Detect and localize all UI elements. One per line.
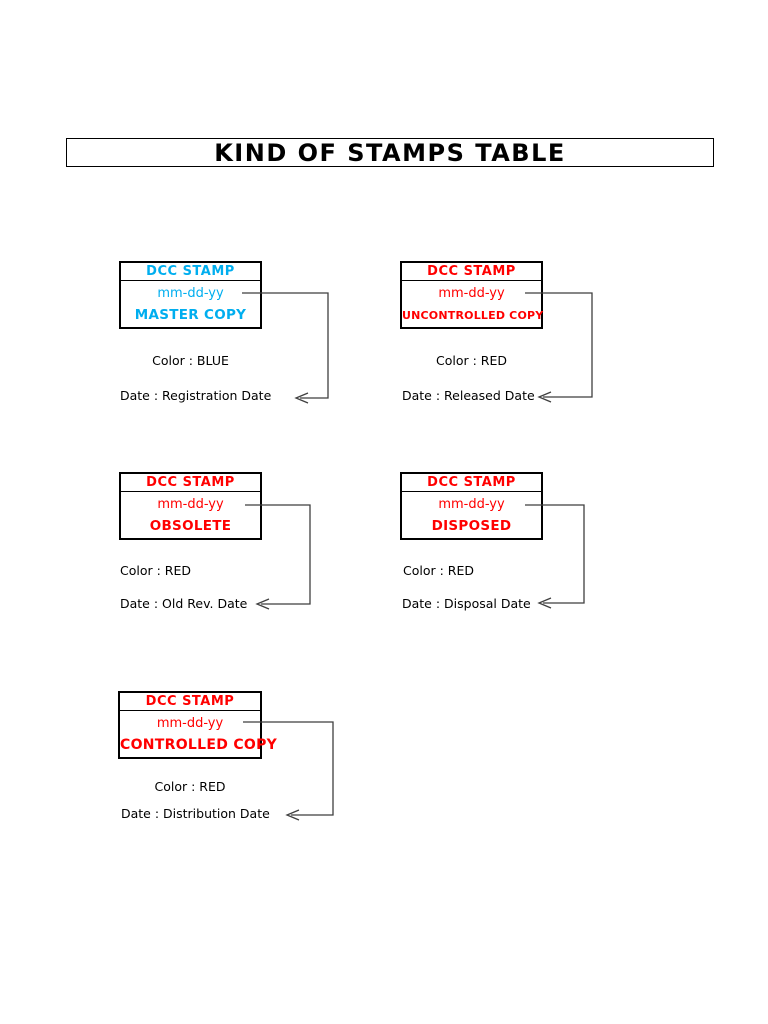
stamp-label: CONTROLLED COPY <box>120 737 278 753</box>
title-box: KIND OF STAMPS TABLE <box>66 138 714 167</box>
date-note: Date : Old Rev. Date <box>120 596 248 611</box>
stamp-box: DCC STAMP mm-dd-yy DISPOSED <box>400 472 543 540</box>
color-note: Color : RED <box>154 779 226 794</box>
date-note: Date : Registration Date <box>120 388 272 403</box>
stamp-box: DCC STAMP mm-dd-yy MASTER COPY <box>119 261 262 329</box>
color-note: Color : RED <box>120 563 192 578</box>
stamp-label: OBSOLETE <box>149 518 232 534</box>
stamp-label: MASTER COPY <box>134 307 247 323</box>
stamp-header: DCC STAMP <box>402 474 541 492</box>
stamp-header: DCC STAMP <box>121 474 260 492</box>
date-note: Date : Disposal Date <box>402 596 531 611</box>
page-title: KIND OF STAMPS TABLE <box>214 138 566 167</box>
stamp-date-format: mm-dd-yy <box>438 497 505 512</box>
stamp-box: DCC STAMP mm-dd-yy UNCONTROLLED COPY <box>400 261 543 329</box>
stamp-header: DCC STAMP <box>120 693 260 711</box>
date-note: Date : Released Date <box>402 388 535 403</box>
stamp-label: DISPOSED <box>431 518 512 534</box>
stamp-date-format: mm-dd-yy <box>157 286 224 301</box>
color-note: Color : RED <box>403 563 475 578</box>
stamp-box: DCC STAMP mm-dd-yy OBSOLETE <box>119 472 262 540</box>
arrow-head-icon <box>285 809 300 821</box>
stamp-header: DCC STAMP <box>402 263 541 281</box>
date-note: Date : Distribution Date <box>121 806 270 821</box>
stamp-date-format: mm-dd-yy <box>157 497 224 512</box>
arrow-head-icon <box>255 598 270 610</box>
arrow-head-icon <box>537 391 552 403</box>
stamp-box: DCC STAMP mm-dd-yy CONTROLLED COPY <box>118 691 278 759</box>
stamp-header: DCC STAMP <box>121 263 260 281</box>
stamp-label: UNCONTROLLED COPY <box>402 309 544 322</box>
stamp-date-format: mm-dd-yy <box>438 286 505 301</box>
color-note: Color : BLUE <box>152 353 229 368</box>
color-note: Color : RED <box>435 353 507 368</box>
arrow-head-icon <box>294 392 309 404</box>
arrow-head-icon <box>537 597 552 609</box>
stamp-date-format: mm-dd-yy <box>156 716 224 731</box>
